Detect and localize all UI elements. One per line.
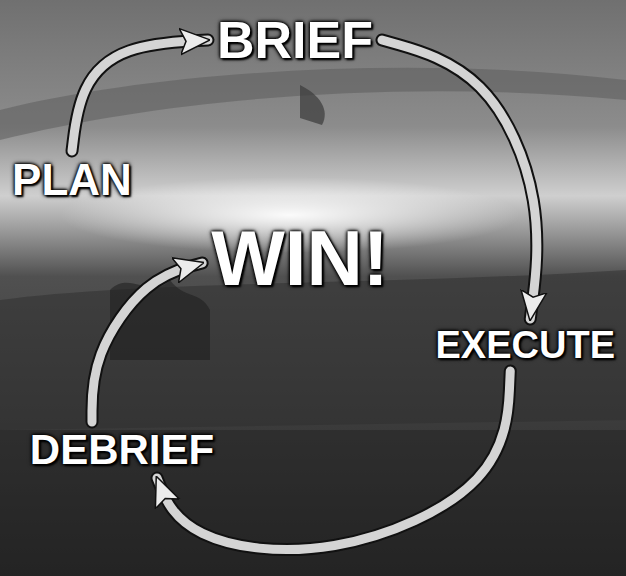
step-text: PLAN [12, 158, 132, 202]
cycle-arrow [382, 40, 537, 319]
engine-silhouette [300, 85, 325, 125]
step-label: EXECUTE [431, 323, 620, 367]
step-text: DEBRIEF [30, 429, 214, 471]
step-label: PLAN [7, 155, 137, 205]
arrow-outline [382, 40, 537, 319]
arrow-outline [92, 263, 202, 422]
cycle-arrow [72, 40, 208, 151]
step-label: WIN! [206, 216, 394, 300]
arrow-outline [72, 40, 208, 151]
step-label: BRIEF [212, 11, 378, 69]
step-label: DEBRIEF [25, 426, 219, 474]
step-text: EXECUTE [436, 326, 615, 364]
cycle-arrow [92, 263, 202, 422]
step-text: WIN! [211, 219, 389, 297]
step-text: BRIEF [217, 14, 373, 66]
